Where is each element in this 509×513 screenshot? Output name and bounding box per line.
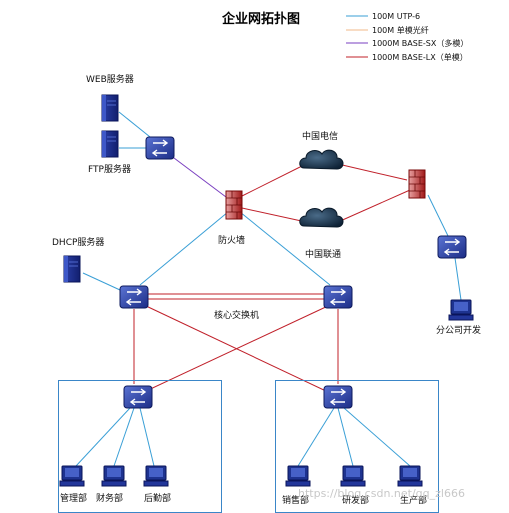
telecom-cloud-icon — [299, 149, 344, 170]
link-fw-telecom — [241, 163, 307, 197]
rnd-label: 研发部 — [342, 496, 370, 506]
legend-multi-mode: 1000M BASE-SX（多模） — [372, 39, 469, 48]
dhcp-server-icon — [63, 255, 81, 283]
links — [75, 111, 462, 467]
link-accR-sales — [297, 407, 335, 467]
legend-single-mode: 100M 单模光纤 — [372, 26, 429, 35]
core-switch-right-icon — [323, 285, 353, 309]
firewall-label: 防火墙 — [218, 236, 246, 246]
page-title: 企业网拓扑图 — [222, 12, 301, 27]
finance-label: 财务部 — [96, 494, 124, 504]
watermark: https://blog.csdn.net/qq_zl666 — [298, 487, 465, 500]
dhcp-server-label: DHCP服务器 — [52, 238, 105, 248]
link-switch-branch — [454, 257, 462, 301]
link-dhcp-core — [82, 272, 121, 291]
link-accL-finance — [113, 407, 135, 467]
web-server-icon — [101, 94, 119, 122]
legend-utp: 100M UTP-6 — [372, 12, 421, 21]
production-label: 生产部 — [400, 496, 428, 506]
unicom-label: 中国联通 — [305, 250, 342, 260]
branch-switch-icon — [437, 235, 467, 259]
telecom-label: 中国电信 — [302, 132, 339, 142]
dmz-switch-icon — [145, 136, 175, 160]
branch-firewall-icon — [408, 169, 426, 199]
link-fw-core-left — [139, 211, 229, 286]
link-fw2-switch — [427, 194, 451, 241]
link-coreR-accL — [143, 304, 331, 393]
ftp-server-label: FTP服务器 — [88, 165, 131, 175]
web-server-label: WEB服务器 — [86, 75, 134, 85]
ftp-server-icon — [101, 130, 119, 158]
branch-pc-icon — [448, 299, 474, 321]
logistics-label: 后勤部 — [144, 494, 172, 504]
link-telecom-fw2 — [337, 163, 408, 181]
link-fw-unicom — [241, 207, 307, 223]
link-accR-rnd — [337, 407, 354, 467]
core-switch-label: 核心交换机 — [214, 311, 260, 321]
legend-lx: 1000M BASE-LX（单模） — [372, 53, 468, 62]
core-switch-left-icon — [119, 285, 149, 309]
unicom-cloud-icon — [299, 207, 344, 228]
branch-dev-label: 分公司开发 — [436, 326, 482, 336]
link-accR-production — [343, 407, 411, 467]
sales-label: 销售部 — [282, 496, 310, 506]
link-accL-mgmt — [75, 407, 131, 467]
link-switch-firewall — [169, 154, 231, 201]
mgmt-label: 管理部 — [60, 494, 88, 504]
link-fw-core-right — [239, 211, 331, 286]
link-accL-logistics — [139, 407, 155, 467]
firewall-icon — [225, 190, 243, 220]
link-unicom-fw2 — [337, 189, 411, 223]
